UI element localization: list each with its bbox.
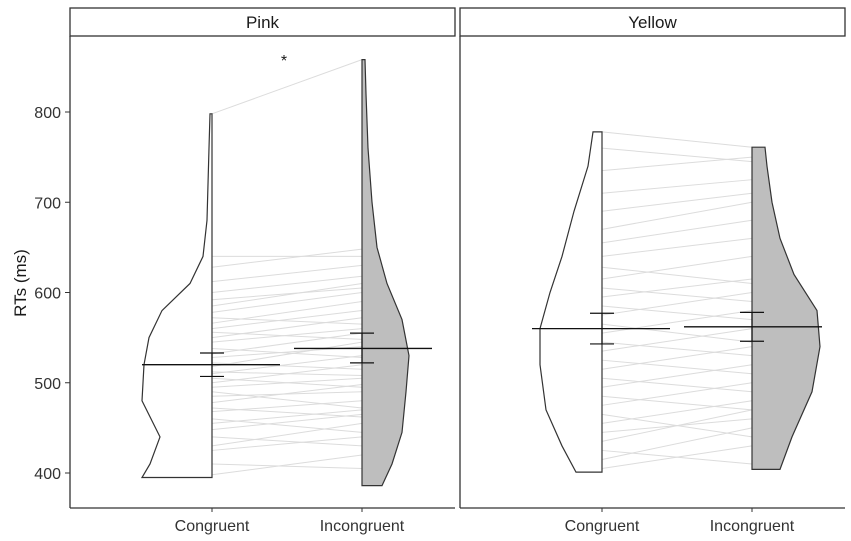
x-tick-label: Incongruent: [320, 518, 405, 535]
paired-line: [601, 310, 753, 334]
paired-line: [601, 449, 753, 465]
y-tick-label: 600: [34, 286, 61, 303]
y-axis: 400 500 600 700 800: [34, 105, 70, 483]
y-axis-title: RTs (ms): [11, 249, 30, 317]
paired-line: [601, 131, 753, 148]
paired-line: [211, 287, 363, 301]
paired-line: [601, 305, 753, 321]
paired-line: [211, 341, 363, 367]
panel-strip: [459, 7, 846, 37]
paired-line: [601, 382, 753, 406]
paired-line: [211, 436, 363, 447]
paired-line: [211, 59, 363, 115]
paired-line: [601, 377, 753, 393]
paired-line: [211, 275, 363, 293]
paired-line: [211, 454, 363, 476]
paired-line: [601, 287, 753, 303]
paired-line: [211, 331, 363, 340]
violin-congruent: [140, 113, 213, 479]
paired-line: [601, 292, 753, 316]
panel-strip-label: Pink: [246, 13, 280, 32]
paired-line: [601, 323, 753, 343]
paired-lines: [601, 131, 753, 469]
paired-line: [211, 282, 363, 307]
paired-line: [211, 413, 363, 431]
panel-strip: [69, 7, 456, 37]
paired-line: [601, 192, 753, 212]
paired-line: [211, 347, 363, 358]
paired-line: [601, 278, 753, 298]
paired-line: [211, 377, 363, 388]
paired-line: [211, 355, 363, 375]
y-tick-label: 400: [34, 466, 61, 483]
x-tick-label: Congruent: [565, 518, 640, 535]
paired-lines: [211, 59, 363, 476]
paired-line: [601, 427, 753, 460]
violin-incongruent: [361, 59, 410, 487]
paired-line: [601, 201, 753, 230]
y-tick-label: 500: [34, 376, 61, 393]
y-tick-label: 800: [34, 105, 61, 122]
panel-strip-label: Yellow: [628, 13, 677, 32]
paired-line: [211, 317, 363, 325]
paired-line: [601, 237, 753, 257]
paired-line: [601, 413, 753, 438]
paired-line: [211, 422, 363, 447]
paired-line: [601, 266, 753, 284]
paired-line: [211, 400, 363, 413]
paired-line: [211, 418, 363, 433]
y-tick-label: 700: [34, 195, 61, 212]
paired-line: [601, 255, 753, 280]
paired-line: [211, 310, 363, 330]
paired-line: [211, 371, 363, 377]
paired-line: [601, 395, 753, 411]
paired-line: [211, 362, 363, 370]
paired-line: [601, 147, 753, 163]
paired-line: [211, 301, 363, 324]
paired-line: [211, 317, 363, 339]
paired-line: [211, 248, 363, 268]
x-tick-label: Incongruent: [710, 518, 795, 535]
paired-line: [601, 346, 753, 370]
x-tick-label: Congruent: [175, 518, 250, 535]
paired-line: [601, 328, 753, 352]
paired-line: [211, 391, 363, 409]
paired-line: [211, 436, 363, 451]
paired-line: [211, 264, 363, 283]
paired-line: [211, 391, 363, 397]
panel-pink: Pink * Congruent Incongruent: [69, 7, 456, 535]
paired-line: [601, 219, 753, 244]
paired-line: [601, 400, 753, 424]
significance-annotation: *: [281, 53, 287, 70]
paired-line: [601, 364, 753, 388]
violin-congruent: [539, 131, 603, 473]
violin-incongruent: [751, 146, 821, 470]
paired-line: [601, 341, 753, 357]
paired-line: [211, 463, 363, 469]
paired-line: [601, 359, 753, 375]
paired-line: [601, 179, 753, 194]
paired-line: [211, 292, 363, 313]
paired-line: [211, 407, 363, 418]
